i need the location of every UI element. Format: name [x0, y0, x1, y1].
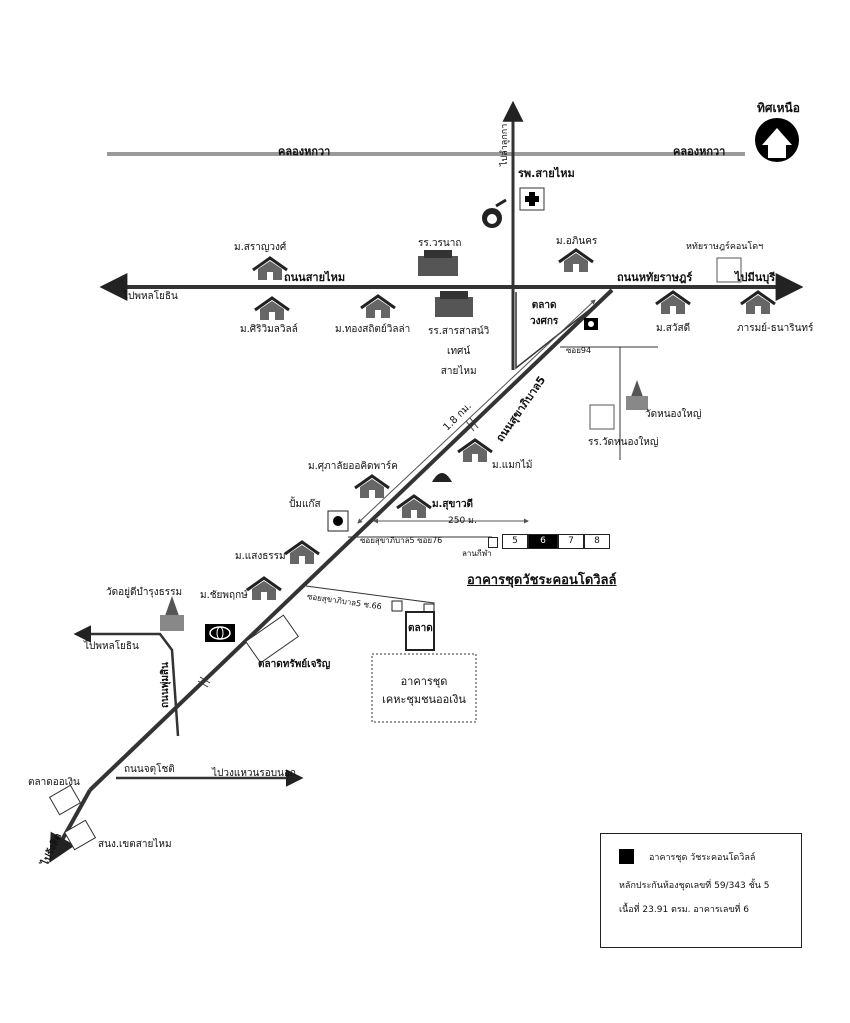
house-icon: [246, 576, 282, 600]
house-icon: [354, 474, 390, 498]
market-ongoen-box: [48, 784, 82, 816]
page-title: อาคารชุดวัชระคอนโดวิลล์: [467, 573, 617, 588]
phumsin-road-label: ถนนพุ่มสิน: [160, 662, 171, 708]
canal-label-right: คลองหกวา: [673, 145, 726, 158]
house-icon: [740, 290, 776, 314]
lan-kila-box: [488, 537, 498, 548]
building-7: 7: [558, 534, 584, 549]
house-icon: [558, 248, 594, 272]
legend-marker: [619, 849, 634, 864]
legend-line1: อาคารชุด วัชระคอนโดวิลล์: [649, 853, 756, 863]
shell-icon: [432, 473, 452, 482]
police-station-label: สนง.เขตสายไหม: [98, 839, 172, 850]
house-icon: [360, 294, 396, 318]
phumsin-road: [73, 625, 180, 737]
legend-box: อาคารชุด วัชระคอนโดวิลล์ หลักประกันห้องช…: [600, 833, 802, 948]
rr-woranat-label: รร.วรนาถ: [418, 238, 462, 249]
wat-yudee-label: วัดอยู่ดีบำรุงธรรม: [106, 587, 183, 598]
temple-icon: [160, 380, 648, 631]
hospital-icon: [519, 187, 545, 211]
m-suphalai-label: ม.ศุภาลัยออคิดพาร์ค: [308, 461, 398, 472]
to-min-buri-label: ไปมีนบุรี: [735, 271, 776, 284]
market-inner-label: ตลาด: [408, 623, 433, 634]
house-icon: [254, 296, 290, 320]
hathai-condo-label: หทัยราษฎร์คอนโดฯ: [686, 242, 764, 252]
m-saranwong-label: ม.สราญวงศ์: [234, 242, 287, 253]
market-sapcharoen-box: [245, 614, 299, 664]
distance-250-label: 250 ม.: [448, 516, 477, 526]
m-aram-thanarin-label: ภารมย์-ธนารินทร์: [737, 323, 814, 334]
wat-nong-yai-label: วัดหนองใหญ่: [645, 409, 702, 420]
gas-station-label: ปั้มแก๊ส: [289, 499, 321, 510]
house-icon: [457, 438, 493, 462]
hathai-road-label: ถนนหทัยราษฎร์: [617, 271, 693, 284]
building-5: 5: [502, 534, 528, 549]
m-thonglikhit-label: ม.ทองสถิตย์วิลล่า: [335, 324, 411, 335]
rr-wat-nong-yai-label: รร.วัดหนองใหญ่: [588, 437, 659, 448]
condo-block-label: อาคารชุด เคหะชุมชนออเงิน: [382, 675, 466, 706]
condo-block-box: [371, 653, 477, 723]
building-6: 6: [528, 534, 558, 549]
rr-saratwit-label: รร.สารสาสน์วิ เทศน์ สายไหม: [428, 326, 490, 377]
sai-mai-road-label: ถนนสายไหม: [284, 271, 346, 284]
to-lam-luk-ka-label: ไปลำลูกกา: [500, 123, 510, 166]
school-box: [589, 404, 615, 430]
house-icon: [655, 290, 691, 314]
distance-18-line: [357, 299, 596, 524]
soi76-label: ซอยสุขาภิบาล5 ซอย76: [360, 536, 443, 545]
m-chaiyaphruek-label: ม.ชัยพฤกษ์: [200, 590, 248, 601]
house-icon: [284, 540, 320, 564]
to-phahon-top-label: ไปพหลโยธิน: [123, 291, 178, 302]
soi94-label: ซอย94: [566, 346, 592, 355]
north-label: ทิศเหนือ: [757, 101, 800, 115]
market-ongoen-label: ตลาดออเงิน: [28, 777, 80, 788]
m-sirimawilla-label: ม.ศิริวิมลวิลล์: [240, 324, 298, 335]
legend-line3: เนื้อที่ 23.91 ตรม. อาคารเลขที่ 6: [619, 905, 750, 915]
m-sukhawadi-label: ม.สุขาวดี: [432, 499, 474, 510]
hathai-condo-box: [716, 257, 742, 283]
m-saengtham-label: ม.แสงธรรม: [235, 551, 286, 562]
to-ring-road-label: ไปวงแหวนรอบนอก: [212, 768, 296, 779]
market-sapcharoen-label: ตลาดทรัพย์เจริญ: [258, 659, 331, 670]
building-8: 8: [584, 534, 610, 549]
market-wongsakorn-label: ตลาด วงศกร: [530, 300, 559, 327]
m-maekmai-label: ม.แมกไม้: [492, 460, 533, 471]
school-building-icon: [418, 250, 473, 317]
m-aphinakhon-label: ม.อภินคร: [556, 236, 598, 247]
lan-kila-label: ลานกีฬา: [462, 549, 492, 558]
hospital-label: รพ.สายไหม: [518, 167, 575, 180]
house-icon: [396, 494, 432, 518]
soi94-road: [560, 346, 658, 460]
house-icon: [252, 256, 288, 280]
to-phahon-bottom-label: ไปพหลโยธิน: [84, 641, 139, 652]
chatuchot-road-label: ถนนจตุโชติ: [124, 764, 175, 775]
legend-line2: หลักประกันห้องชุดเลขที่ 59/343 ชั้น 5: [619, 881, 770, 891]
fuel-station-icon: [482, 198, 507, 228]
to-rangsit-road: [49, 789, 92, 863]
market-inner-box: [405, 611, 435, 651]
m-sawatdi-label: ม.สวัสดี: [656, 323, 691, 334]
north-arrow-icon: [755, 118, 799, 162]
police-station-box: [63, 819, 97, 851]
canal-label-left: คลองหกวา: [278, 145, 331, 158]
